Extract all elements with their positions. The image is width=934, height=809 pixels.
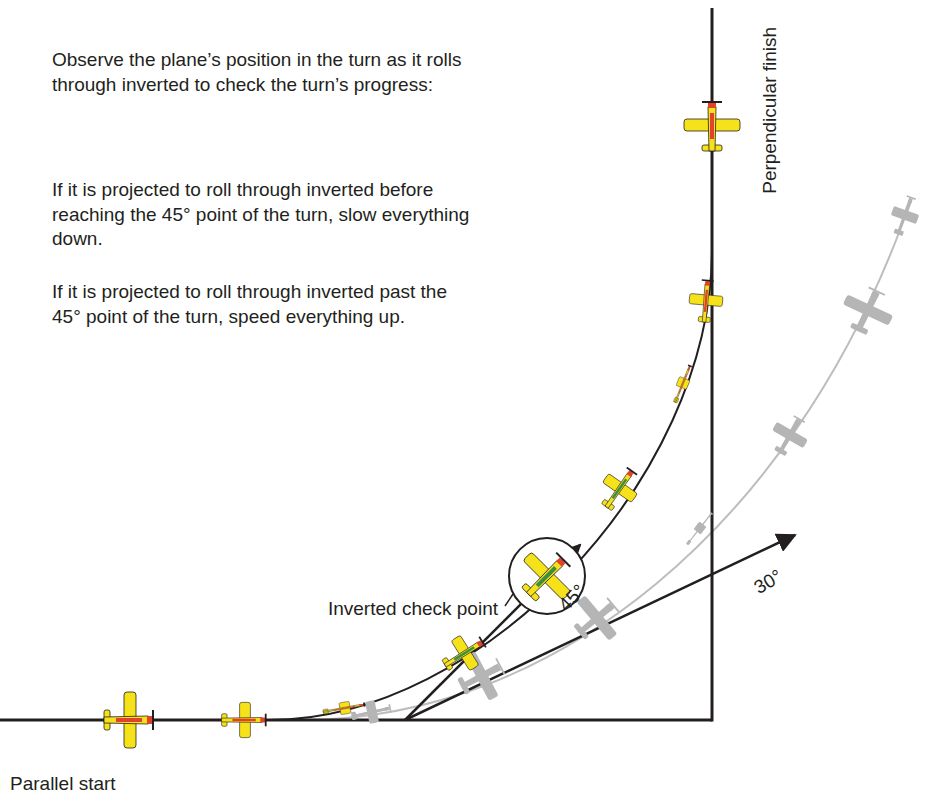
plane-icon bbox=[687, 278, 724, 323]
plane-icon bbox=[322, 699, 366, 718]
plane-icon bbox=[835, 280, 900, 342]
plane-icon bbox=[684, 510, 716, 547]
plane-icon bbox=[349, 697, 393, 727]
instruction-text: Observe the plane’s position in the turn… bbox=[52, 48, 472, 97]
plane-icon bbox=[104, 692, 154, 748]
plane-icon bbox=[670, 363, 695, 404]
alternate-path bbox=[300, 230, 900, 720]
instruction-text: If it is projected to roll through inver… bbox=[52, 178, 472, 252]
ray-45 bbox=[405, 545, 580, 720]
angle-label: 30° bbox=[749, 564, 786, 600]
axis-label: Perpendicular finish bbox=[758, 27, 783, 194]
callout-label: Inverted check point bbox=[326, 597, 500, 622]
plane-icon bbox=[885, 192, 924, 239]
plane-icon bbox=[222, 702, 267, 737]
plane-icon bbox=[436, 627, 493, 681]
instruction-text: If it is projected to roll through inver… bbox=[52, 280, 472, 329]
axis-label: Parallel start bbox=[10, 772, 116, 797]
leader-line bbox=[505, 594, 513, 606]
ray-30 bbox=[405, 535, 795, 720]
plane-icon bbox=[764, 409, 815, 462]
plane-icon bbox=[592, 460, 647, 517]
plane-icon bbox=[684, 101, 740, 151]
finish-line bbox=[711, 8, 714, 722]
